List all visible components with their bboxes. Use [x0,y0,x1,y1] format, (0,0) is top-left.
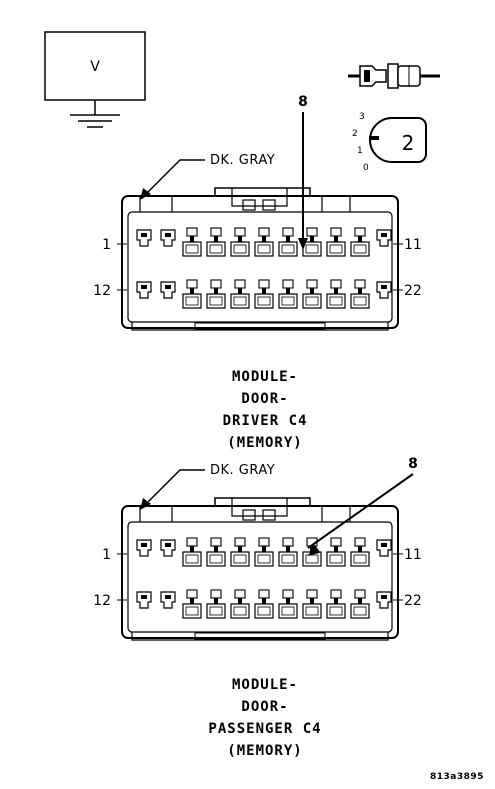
connector-pin [350,589,370,619]
connector-pin [376,539,392,557]
pin-number-label: 1 [102,547,111,563]
connector-pin [230,589,250,619]
pin-number-label: 22 [404,593,422,609]
connector-pin [136,281,152,299]
connector-pin [302,279,322,309]
connector-pin [376,281,392,299]
position-number: 2 [352,129,358,139]
connector-pin [278,537,298,567]
wire-color-label: DK. GRAY [210,153,275,168]
connector-pin [302,589,322,619]
wire-leader-arrow [140,498,151,510]
pin-number-label: 11 [404,237,422,253]
ground-symbol [70,114,120,128]
pin-number-label: 12 [93,593,111,609]
connector-pin [206,227,226,257]
connector-pin [326,279,346,309]
pin-callout-number: 8 [298,94,308,110]
connector-pin [182,537,202,567]
connector-pin [182,227,202,257]
pin-number-label: 1 [102,237,111,253]
pin-callout-number: 8 [408,456,418,472]
connector-pin [302,227,322,257]
connector-latch [214,187,311,196]
connector-pin [350,227,370,257]
connector-pin [160,539,176,557]
connector-pin [278,279,298,309]
connector-pin [206,279,226,309]
wire-leader-line [145,159,205,195]
connector-pin [136,591,152,609]
connector-pin [206,589,226,619]
connector-pin [254,279,274,309]
figure-code: 813a3895 [430,772,484,782]
connector-pin [230,279,250,309]
pin-callout-arrow [308,544,321,556]
voltmeter: V [44,31,146,128]
connector-pin [376,229,392,247]
connector-latch [214,497,311,506]
pin-callout-line [307,473,414,549]
connector-title-line: DOOR- [241,699,288,715]
connector-title-line: DRIVER C4 [223,413,308,429]
connector-pin [350,279,370,309]
position-number: 0 [363,163,369,173]
connector-title-line: (MEMORY) [227,435,302,451]
wire-leader-line [145,469,205,505]
connector-pin [206,537,226,567]
position-number: 1 [357,146,363,156]
connector-pin [376,591,392,609]
connector-pin [182,279,202,309]
wire-leader-arrow [140,188,151,200]
position-number: 3 [359,112,365,122]
connector-pin [326,227,346,257]
probe-legend: 3 2 1 0 2 [348,63,440,173]
connector-pin [136,539,152,557]
wire-color-label: DK. GRAY [210,463,275,478]
position-selected: 2 [402,131,415,155]
pin-number-label: 11 [404,547,422,563]
connector-pin [278,589,298,619]
connector-pin [254,589,274,619]
connector-pin [278,227,298,257]
connector-pin [350,537,370,567]
connector-pin [326,537,346,567]
pin-number-label: 22 [404,283,422,299]
connector-pin [160,281,176,299]
pin-number-label: 12 [93,283,111,299]
pin-callout-arrow [298,238,308,250]
connector-title-line: MODULE- [232,369,298,385]
connector-pin [230,537,250,567]
connector-pin [182,589,202,619]
probe-tip-icon [348,63,440,89]
connector-title-line: PASSENGER C4 [208,721,321,737]
connector-title-line: (MEMORY) [227,743,302,759]
voltmeter-label: V [90,59,100,75]
connector-title-line: DOOR- [241,391,288,407]
position-selector-icon: 3 2 1 0 2 [352,112,427,173]
connector-pin [136,229,152,247]
connector-pin [254,537,274,567]
connector-pin [160,229,176,247]
connector-pin [160,591,176,609]
connector-pin [230,227,250,257]
connector-pin [326,589,346,619]
connector-title-line: MODULE- [232,677,298,693]
connector-pin [254,227,274,257]
